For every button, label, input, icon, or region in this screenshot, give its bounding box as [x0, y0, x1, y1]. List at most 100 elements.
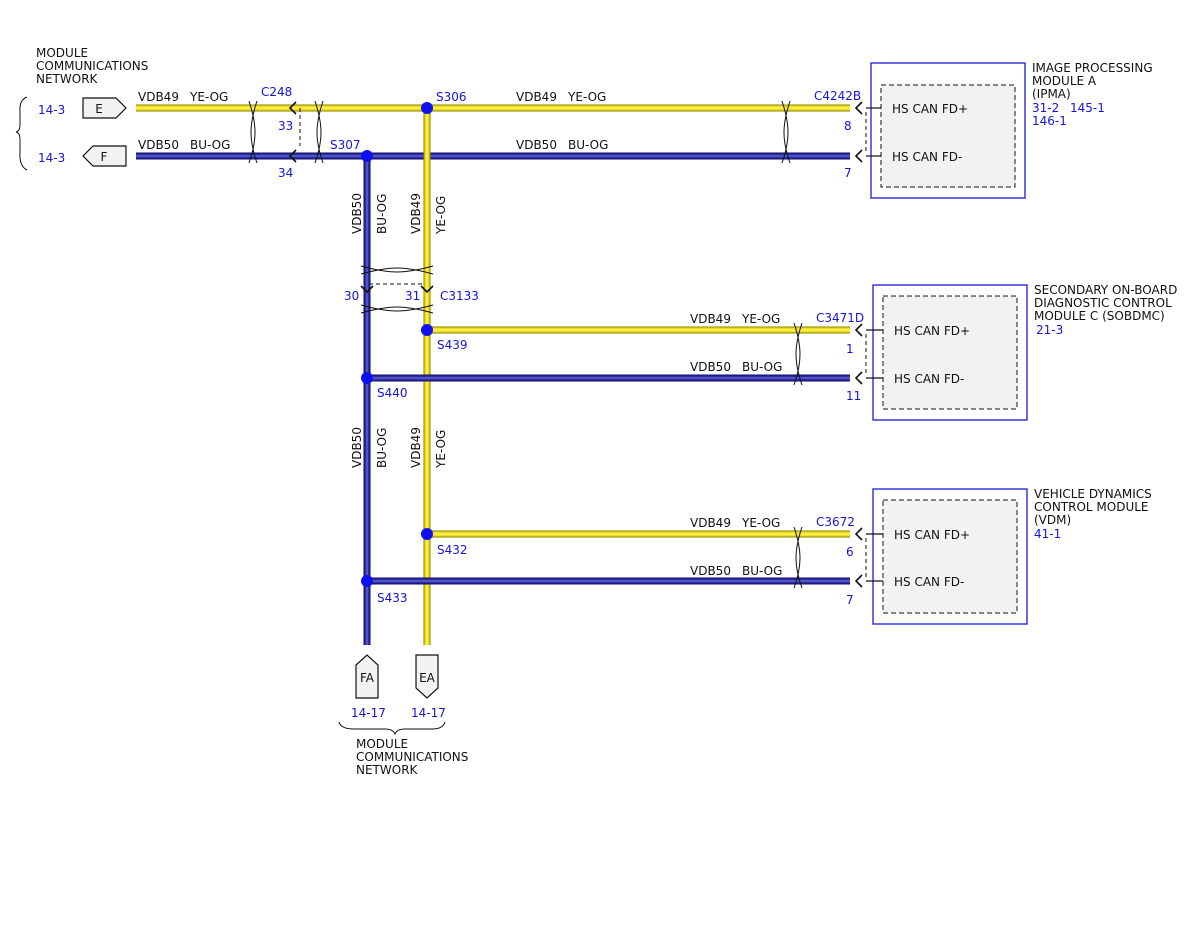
splice-s440-dot: [361, 372, 373, 384]
connector-c3672-label[interactable]: C3672: [816, 515, 855, 529]
connector-ea-shape: [415, 654, 439, 699]
twist-mark: [793, 526, 803, 589]
module-sobdmc-name-2: DIAGNOSTIC CONTROL: [1034, 296, 1172, 310]
network-bottom-brace: [338, 721, 446, 736]
network-bottom-title-1: MODULE: [356, 737, 408, 751]
bottom-network: FA EA 14-17 14-17 MODULE COMMUNICATIONS …: [338, 654, 468, 777]
color-label: BU-OG: [742, 564, 782, 578]
network-left-brace: [15, 96, 28, 171]
module-sobdmc: HS CAN FD+ HS CAN FD- SECONDARY ON-BOARD…: [866, 283, 1177, 421]
pin-number: 8: [844, 119, 852, 133]
connector-c248-label[interactable]: C248: [261, 85, 292, 99]
ref-link-21-3[interactable]: 21-3: [1036, 323, 1063, 337]
ref-link-14-3-f[interactable]: 14-3: [38, 151, 65, 165]
pin-number: 6: [846, 545, 854, 559]
connector-c3672-shell: [854, 527, 867, 588]
circuit-label: VDB50: [138, 138, 179, 152]
circuit-label: VDB49: [409, 427, 423, 468]
connector-f-shape: [82, 145, 127, 167]
ref-link-41-1[interactable]: 41-1: [1034, 527, 1061, 541]
connector-e-label: E: [95, 102, 103, 116]
network-bottom-title-3: NETWORK: [356, 763, 419, 777]
splice-s306-label: S306: [436, 90, 467, 104]
circuit-label: VDB49: [690, 516, 731, 530]
network-left-title-1: MODULE: [36, 46, 88, 60]
module-ipma-name-1: IMAGE PROCESSING: [1032, 61, 1153, 75]
module-ipma-name-2: MODULE A: [1032, 74, 1097, 88]
connector-c3471d-shell: [854, 323, 867, 385]
circuit-label: VDB49: [409, 193, 423, 234]
pin-number: 11: [846, 389, 861, 403]
connector-ea-label: EA: [419, 671, 436, 685]
module-sobdmc-pin-plus: HS CAN FD+: [894, 324, 970, 338]
module-ipma: HS CAN FD+ HS CAN FD- IMAGE PROCESSING M…: [866, 61, 1153, 199]
wire-labels: VDB49 YE-OG VDB50 BU-OG VDB49 YE-OG VDB5…: [138, 90, 782, 578]
twist-mark: [314, 100, 324, 164]
circuit-label: VDB49: [516, 90, 557, 104]
ref-link-145-1[interactable]: 145-1: [1070, 101, 1105, 115]
ref-link-14-17-ea[interactable]: 14-17: [411, 706, 446, 720]
circuit-label: VDB50: [516, 138, 557, 152]
ref-link-14-3-e[interactable]: 14-3: [38, 103, 65, 117]
pin-number: 1: [846, 342, 854, 356]
ref-link-146-1[interactable]: 146-1: [1032, 114, 1067, 128]
twist-mark: [793, 322, 803, 386]
splice-s306-dot: [421, 102, 433, 114]
connector-fa-label: FA: [360, 671, 375, 685]
pin-number: 31: [405, 289, 420, 303]
connector-marks: [288, 101, 867, 588]
twist-mark: [248, 100, 258, 164]
network-left-title-2: COMMUNICATIONS: [36, 59, 148, 73]
connector-fa-shape: [355, 654, 379, 699]
splice-s432-dot: [421, 528, 433, 540]
circuit-label: VDB49: [690, 312, 731, 326]
connector-c3471d-label[interactable]: C3471D: [816, 311, 864, 325]
pin-number: 33: [278, 119, 293, 133]
color-label: YE-OG: [434, 196, 448, 235]
connector-f-label: F: [101, 150, 108, 164]
color-label: YE-OG: [741, 312, 780, 326]
module-ipma-inner: [880, 84, 1016, 188]
module-ipma-pin-plus: HS CAN FD+: [892, 102, 968, 116]
network-bottom-title-2: COMMUNICATIONS: [356, 750, 468, 764]
vertical-wire-labels: VDB50 BU-OG VDB49 YE-OG VDB50 BU-OG VDB4…: [350, 193, 448, 469]
module-sobdmc-name-1: SECONDARY ON-BOARD: [1034, 283, 1177, 297]
connector-c3133-shell: [360, 283, 434, 294]
splice-s439-label: S439: [437, 338, 468, 352]
connector-labels: C248 33 34 S306 S307 C4242B 8 7 30 31 C3…: [261, 85, 864, 607]
twist-mark: [781, 100, 791, 164]
connector-c4242b-label[interactable]: C4242B: [814, 89, 861, 103]
connector-e-shape: [82, 97, 127, 119]
color-label: YE-OG: [567, 90, 606, 104]
circuit-label: VDB50: [350, 193, 364, 234]
module-vdm-inner: [882, 499, 1018, 614]
ref-link-14-17-fa[interactable]: 14-17: [351, 706, 386, 720]
module-vdm-name-3: (VDM): [1034, 513, 1071, 527]
splice-s307-dot: [361, 150, 373, 162]
circuit-label: VDB50: [690, 360, 731, 374]
circuit-label: VDB49: [138, 90, 179, 104]
circuit-label: VDB50: [350, 427, 364, 468]
splice-s307-label: S307: [330, 138, 361, 152]
color-label: BU-OG: [190, 138, 230, 152]
color-label: YE-OG: [741, 516, 780, 530]
network-left-title-3: NETWORK: [36, 72, 99, 86]
splice-s433-dot: [361, 575, 373, 587]
color-label: BU-OG: [742, 360, 782, 374]
module-ipma-name-3: (IPMA): [1032, 87, 1071, 101]
twisted-pair-marks: [248, 100, 803, 589]
twist-mark: [360, 304, 434, 314]
module-vdm-pin-plus: HS CAN FD+: [894, 528, 970, 542]
color-label: BU-OG: [375, 428, 389, 468]
splice-s440-label: S440: [377, 386, 408, 400]
color-label: BU-OG: [568, 138, 608, 152]
module-sobdmc-pin-minus: HS CAN FD-: [894, 372, 964, 386]
left-network: MODULE COMMUNICATIONS NETWORK 14-3 14-3 …: [15, 46, 148, 171]
color-label: YE-OG: [434, 430, 448, 469]
connector-c3133-label[interactable]: C3133: [440, 289, 479, 303]
twist-mark: [360, 265, 434, 275]
pin-number: 7: [846, 593, 854, 607]
ref-link-31-2[interactable]: 31-2: [1032, 101, 1059, 115]
color-label: YE-OG: [189, 90, 228, 104]
